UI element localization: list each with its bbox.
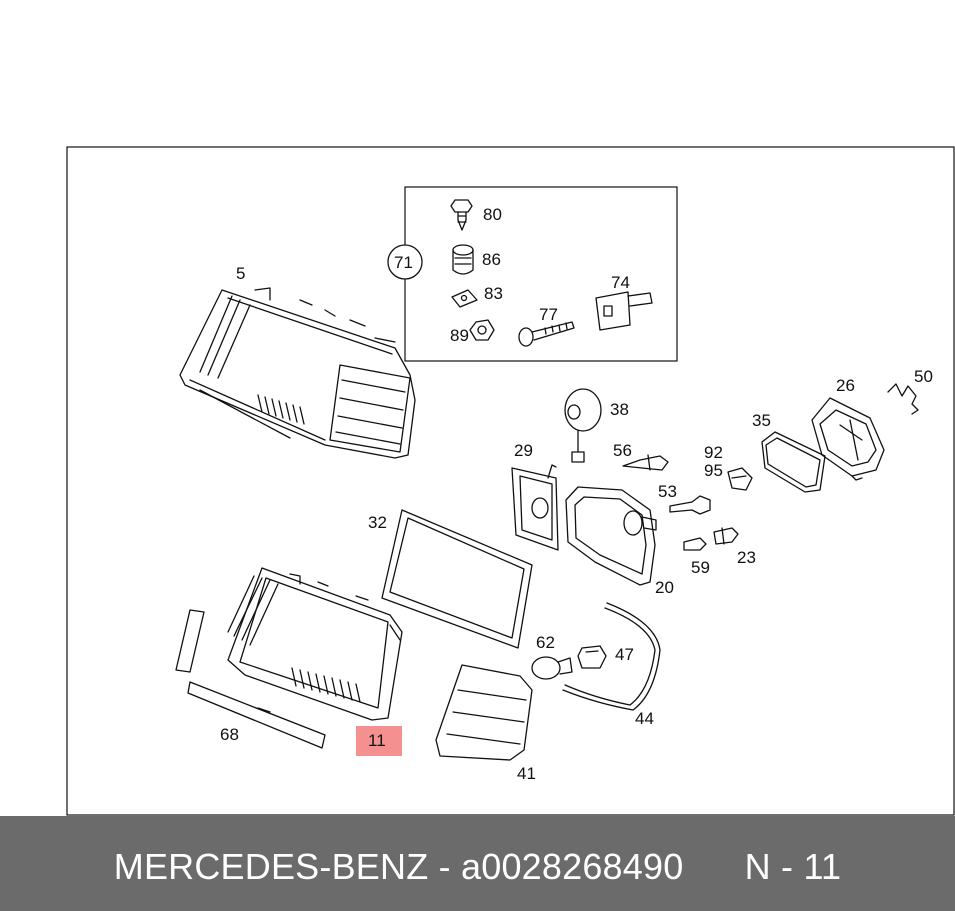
label-59: 59 — [691, 558, 710, 577]
label-20: 20 — [655, 578, 674, 597]
connector-74 — [595, 291, 653, 331]
brand-separator: - — [428, 846, 461, 887]
clip-nut-86 — [452, 244, 474, 275]
part-number: a0028268490 — [461, 846, 684, 887]
label-74: 74 — [611, 273, 630, 292]
label-44: 44 — [635, 709, 654, 728]
label-23: 23 — [737, 548, 756, 567]
gasket-35 — [761, 431, 826, 493]
bulb-53 — [669, 495, 711, 515]
callout-circle-71 — [387, 244, 423, 280]
footer-caption: MERCEDES-BENZ - a0028268490 N - 11 — [0, 846, 955, 888]
label-26: 26 — [836, 376, 855, 395]
speed-nut-83 — [451, 289, 478, 308]
seal-strip-44 — [562, 602, 661, 711]
label-47: 47 — [615, 645, 634, 664]
label-41: 41 — [517, 764, 536, 783]
bolt-77 — [518, 321, 575, 347]
headlamp-housing-11 — [227, 567, 403, 721]
diagram-frame — [66, 146, 955, 816]
label-29: 29 — [514, 441, 533, 460]
part-11-highlight — [356, 726, 402, 756]
label-71: 71 — [394, 253, 413, 272]
label-53: 53 — [658, 482, 677, 501]
spring-clip-50 — [887, 383, 919, 415]
label-95: 95 — [704, 461, 723, 480]
turn-signal-lens-41 — [435, 664, 533, 761]
bulb-holder-23 — [713, 527, 739, 545]
label-35: 35 — [752, 411, 771, 430]
label-5: 5 — [236, 264, 245, 283]
socket-47 — [577, 645, 607, 669]
lens-seal-32 — [381, 509, 533, 649]
label-83: 83 — [484, 284, 503, 303]
bulb-56 — [622, 454, 669, 471]
label-11: 11 — [368, 731, 386, 750]
parts-diagram: 5 71 80 86 83 89 77 74 38 29 56 92 95 35… — [66, 146, 955, 816]
label-62: 62 — [536, 633, 555, 652]
label-86: 86 — [482, 250, 501, 269]
trim-strip-68 — [175, 609, 326, 749]
label-92: 92 — [704, 443, 723, 462]
fog-lamp-26 — [811, 397, 885, 481]
footer-gap — [683, 846, 744, 887]
bulb-holder-38 — [564, 388, 602, 463]
headlamp-assembly-5 — [179, 287, 416, 459]
nut-89 — [469, 319, 495, 341]
part-info-footer: MERCEDES-BENZ - a0028268490 N - 11 — [0, 816, 955, 911]
brand-name: MERCEDES-BENZ — [113, 846, 429, 887]
label-50: 50 — [914, 367, 933, 386]
label-56: 56 — [613, 441, 632, 460]
reflector-29 — [511, 464, 559, 551]
label-68: 68 — [220, 725, 239, 744]
label-38: 38 — [610, 400, 629, 419]
bulb-62 — [531, 656, 573, 680]
label-77: 77 — [539, 305, 558, 324]
screw-80 — [450, 199, 473, 231]
bulb-59 — [683, 537, 707, 551]
label-80: 80 — [483, 205, 502, 224]
hardware-inset-box — [404, 186, 678, 362]
diagram-position: N - 11 — [744, 846, 842, 887]
label-89: 89 — [450, 326, 469, 345]
reflector-20 — [565, 486, 657, 586]
label-32: 32 — [368, 513, 387, 532]
connector-92-95 — [727, 467, 753, 491]
